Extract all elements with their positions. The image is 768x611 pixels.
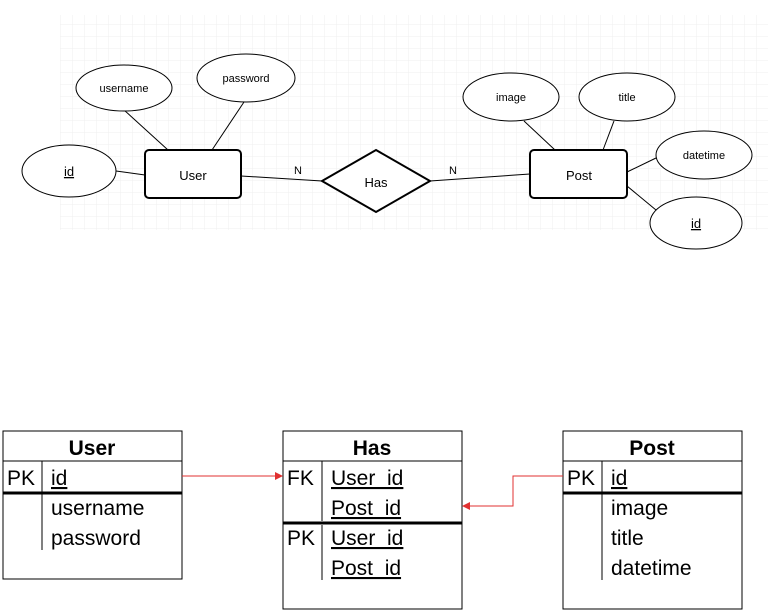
- connector-password-user: [211, 101, 245, 151]
- attribute-ellipse: [462, 72, 560, 122]
- connector-id-user: [115, 170, 146, 176]
- table-post[interactable]: Post PK id image title datetime: [562, 430, 743, 610]
- attribute-ellipse: [655, 130, 753, 180]
- connector-user-has: [240, 175, 323, 182]
- table-row-field: Post_id: [331, 497, 401, 520]
- table-row-field: id: [51, 467, 67, 490]
- connector-title-post: [602, 120, 615, 151]
- attribute-ellipse: [649, 196, 743, 250]
- relationship-label: Has: [364, 175, 388, 190]
- attribute-label: datetime: [683, 150, 725, 162]
- relationship-diamond: [319, 148, 433, 214]
- cardinality-left: N: [294, 165, 302, 177]
- table-frame: [2, 430, 183, 580]
- connector-datetime-post: [626, 157, 657, 173]
- attribute-key-label: id: [64, 164, 74, 179]
- attribute-ellipse: [21, 144, 117, 198]
- table-has[interactable]: Has FK User_id Post_id PK User_id Post_i…: [282, 430, 463, 610]
- attribute-post-id[interactable]: id: [649, 196, 743, 250]
- attribute-label: password: [222, 73, 269, 85]
- connector-image-post: [523, 120, 556, 151]
- table-row-field: User_id: [331, 467, 403, 490]
- attribute-ellipse: [578, 72, 676, 122]
- attribute-title[interactable]: title: [578, 72, 676, 122]
- table-row-key: PK: [7, 467, 35, 490]
- attribute-label: username: [100, 83, 149, 95]
- attribute-label: image: [496, 92, 526, 104]
- table-row-field: datetime: [611, 557, 692, 580]
- table-row-field: image: [611, 497, 668, 520]
- table-row-field: Post_id: [331, 557, 401, 580]
- table-title: Has: [353, 437, 392, 460]
- table-row-field: password: [51, 527, 141, 550]
- attribute-user-id[interactable]: id: [21, 144, 117, 198]
- table-row-field: title: [611, 527, 644, 550]
- table-row-key: PK: [287, 527, 315, 550]
- table-title: Post: [629, 437, 675, 460]
- attribute-ellipse: [75, 64, 173, 112]
- table-row-field: id: [611, 467, 627, 490]
- attribute-image[interactable]: image: [462, 72, 560, 122]
- entity-box: [144, 149, 242, 199]
- table-row-field: username: [51, 497, 144, 520]
- fk-arrow-post-to-has: [462, 475, 563, 510]
- attribute-label: title: [618, 92, 635, 104]
- entity-label: Post: [566, 168, 592, 183]
- table-row-key: PK: [567, 467, 595, 490]
- attribute-password[interactable]: password: [196, 53, 296, 103]
- table-user[interactable]: User PK id username password: [2, 430, 183, 580]
- attribute-datetime[interactable]: datetime: [655, 130, 753, 180]
- cardinality-right: N: [449, 165, 457, 177]
- entity-label: User: [179, 168, 207, 183]
- attribute-key-label: id: [691, 216, 701, 231]
- entity-user[interactable]: User: [144, 149, 242, 199]
- attribute-username[interactable]: username: [75, 64, 173, 112]
- attribute-ellipse: [196, 53, 296, 103]
- relationship-has[interactable]: Has: [319, 148, 433, 214]
- connector-id-post: [626, 185, 657, 211]
- table-title: User: [69, 437, 116, 460]
- table-row-key: FK: [287, 467, 314, 490]
- er-connectors: [115, 101, 657, 211]
- entity-post[interactable]: Post: [529, 149, 628, 199]
- entity-box: [529, 149, 628, 199]
- table-row-field: User_id: [331, 527, 403, 550]
- connector-has-post: [429, 173, 531, 182]
- connector-username-user: [123, 109, 169, 151]
